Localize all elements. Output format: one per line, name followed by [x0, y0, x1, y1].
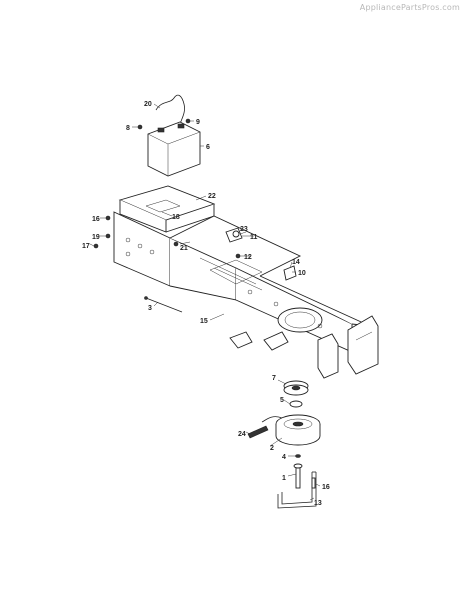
bolt-8[interactable] [137, 124, 143, 130]
watermark: AppliancePartsPros.com [359, 3, 460, 12]
washer[interactable] [289, 400, 303, 408]
callout-23: 23 [240, 226, 248, 233]
battery-tray[interactable] [118, 185, 216, 233]
callout-3: 3 [148, 305, 152, 312]
callout-4: 4 [282, 454, 286, 461]
callout-20: 20 [144, 101, 152, 108]
callout-5: 5 [280, 397, 284, 404]
callout-8: 8 [126, 125, 130, 132]
callout-6: 6 [206, 144, 210, 151]
pto-clutch[interactable] [261, 414, 321, 446]
front-bracket[interactable] [229, 331, 289, 351]
callout-14: 14 [292, 259, 300, 266]
callout-21: 21 [180, 245, 188, 252]
nut-12[interactable] [235, 253, 241, 259]
callout-24: 24 [238, 431, 246, 438]
pulley[interactable] [283, 380, 309, 396]
callout-17: 17 [82, 243, 90, 250]
callout-18: 18 [172, 214, 180, 221]
battery-cable[interactable] [155, 94, 185, 125]
callout-9: 9 [196, 119, 200, 126]
rod[interactable] [144, 296, 183, 313]
callout-1: 1 [282, 475, 286, 482]
bolt-16-upper[interactable] [105, 215, 111, 221]
leader-lines [89, 103, 321, 501]
bolt-21[interactable] [173, 241, 179, 247]
nut-9[interactable] [185, 118, 191, 124]
callout-15: 15 [200, 318, 208, 325]
spacer[interactable] [295, 454, 301, 458]
callout-13: 13 [314, 500, 322, 507]
bushing-bracket[interactable] [225, 227, 243, 243]
callout-16-upper: 16 [92, 216, 100, 223]
callout-16-lower: 16 [322, 484, 330, 491]
bolt-16-lower[interactable] [311, 477, 316, 489]
callout-10: 10 [298, 270, 306, 277]
callout-22: 22 [208, 193, 216, 200]
callout-11: 11 [250, 234, 258, 241]
rear-bracket[interactable] [317, 315, 379, 379]
washer-19[interactable] [105, 233, 111, 239]
clutch-bolt[interactable] [293, 463, 303, 489]
bolt-17[interactable] [93, 243, 99, 249]
callout-7: 7 [272, 375, 276, 382]
tractor-frame[interactable] [113, 211, 371, 353]
callout-2: 2 [270, 445, 274, 452]
battery[interactable] [147, 121, 201, 177]
callout-12: 12 [244, 254, 252, 261]
connector[interactable] [247, 425, 269, 439]
callout-19: 19 [92, 234, 100, 241]
switch[interactable] [283, 265, 297, 281]
